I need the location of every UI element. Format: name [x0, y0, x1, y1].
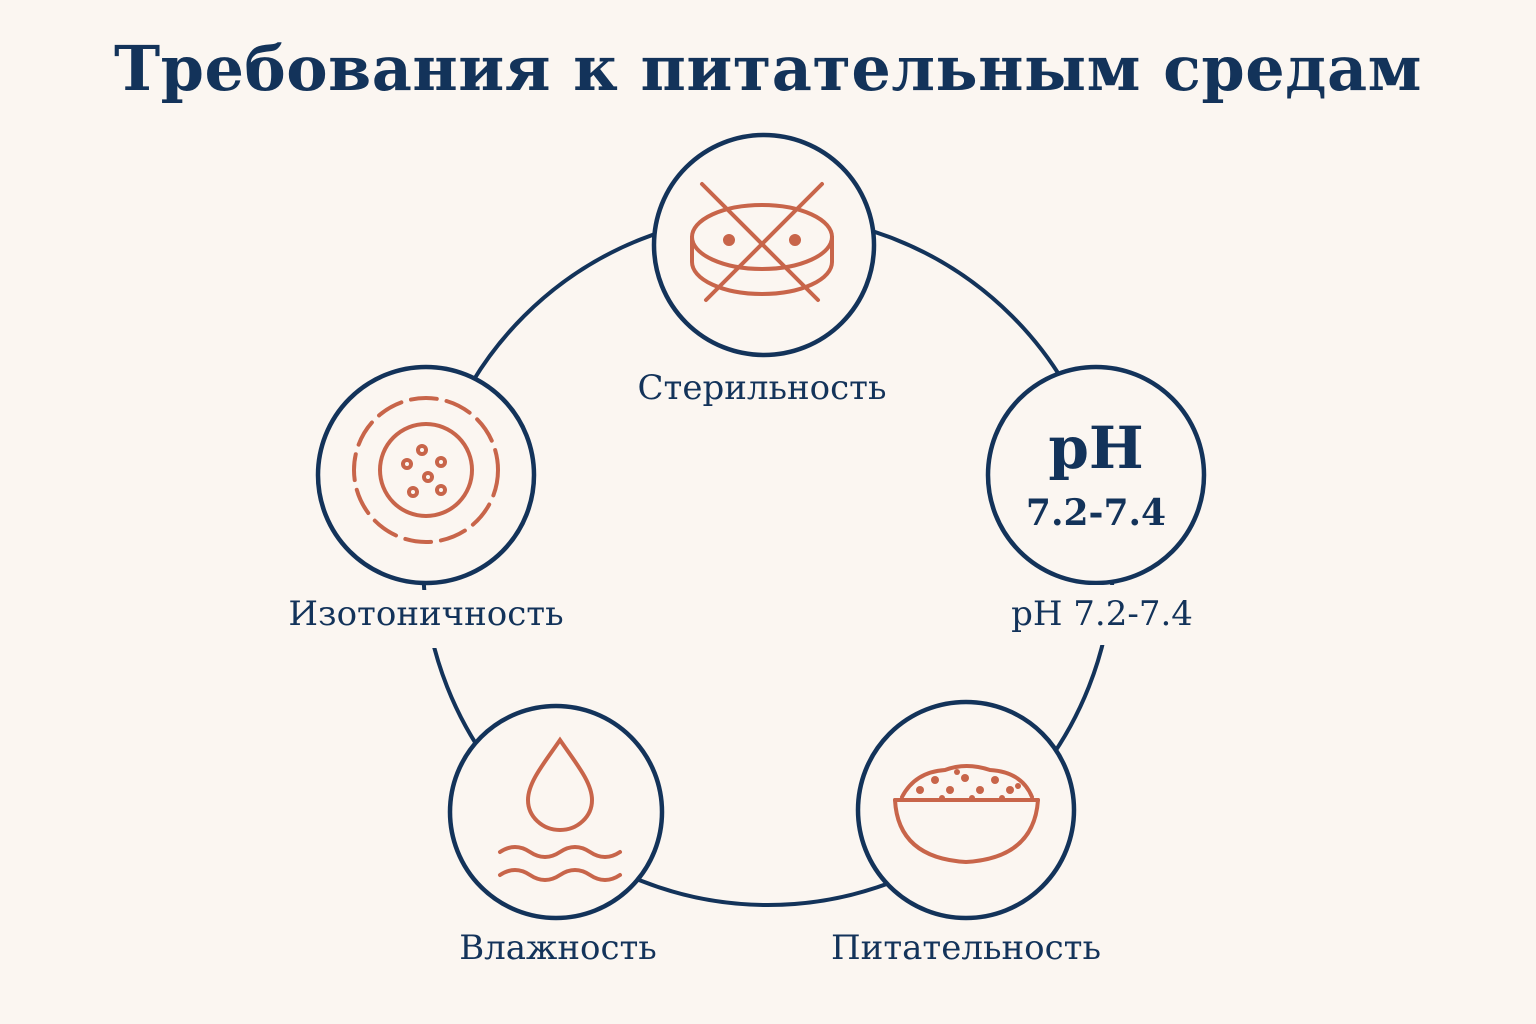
label-sterility: Стерильность — [637, 368, 887, 408]
node-ph-circle — [985, 364, 1207, 586]
bowl-with-grains-icon — [893, 764, 1040, 865]
node-moisture-circle — [447, 703, 665, 921]
cell-with-dashed-membrane-icon — [352, 396, 500, 544]
label-isotonicity: Изотоничность — [288, 594, 564, 634]
ph-badge-symbol: pH — [1048, 414, 1144, 482]
crossed-out-petri-dish-icon — [690, 182, 834, 302]
label-nutrition: Питательность — [831, 928, 1101, 968]
water-drop-waves-icon — [498, 736, 622, 882]
ph-badge-range: 7.2-7.4 — [1025, 492, 1167, 534]
label-ph: pH 7.2-7.4 — [1011, 594, 1193, 634]
label-moisture: Влажность — [459, 928, 657, 968]
node-nutrition-circle — [855, 699, 1077, 921]
page-title: Требования к питательным средам — [114, 32, 1422, 105]
